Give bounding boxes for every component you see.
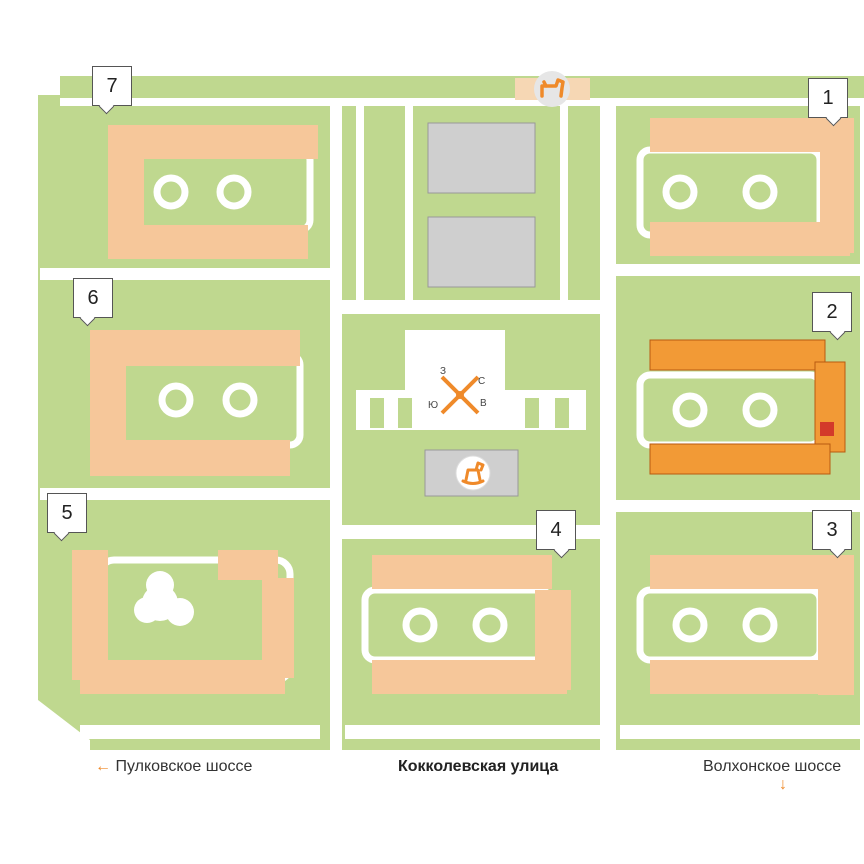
building-label-2: 2 [812,292,852,332]
street-band [30,750,864,798]
street-label-kokkolevskaya: Кокколевская улица [398,758,559,775]
highlighted-unit [820,422,834,436]
highlighted-building-2 [649,339,846,475]
arrow-left-icon: ← [95,758,111,775]
building-label-1: 1 [808,78,848,118]
street-left-text: Пулковское шоссе [115,758,253,775]
street-label-pulkovskoe: ← Пулковское шоссе [95,758,252,776]
building-label-3: 3 [812,510,852,550]
residential-buildings [72,118,854,695]
compass-east: В [480,398,487,409]
dog-walking-icon [534,71,570,107]
building-label-7: 7 [92,66,132,106]
square-benches [370,398,569,428]
building-label-5: 5 [47,493,87,533]
compass-south: Ю [428,400,438,411]
walkways [40,100,864,750]
top-path [30,64,864,76]
top-walkway [60,98,864,106]
compass-west: З [440,366,446,377]
building-label-4: 4 [536,510,576,550]
garden-circles [134,571,194,626]
compass-rose [440,375,480,415]
top-lawn-strip [60,76,864,98]
building-label-6: 6 [73,278,113,318]
street-label-volkhonskoe: Волхонское шоссе [703,758,842,775]
parking-building-top [427,122,536,194]
playground-horse-icon [455,455,491,491]
arrow-down-icon: ↓ [779,776,787,793]
square-lawn-left [345,330,405,390]
square-lawn-right [505,330,590,390]
parking-building-bottom [427,216,536,288]
compass-north: С [478,376,485,387]
